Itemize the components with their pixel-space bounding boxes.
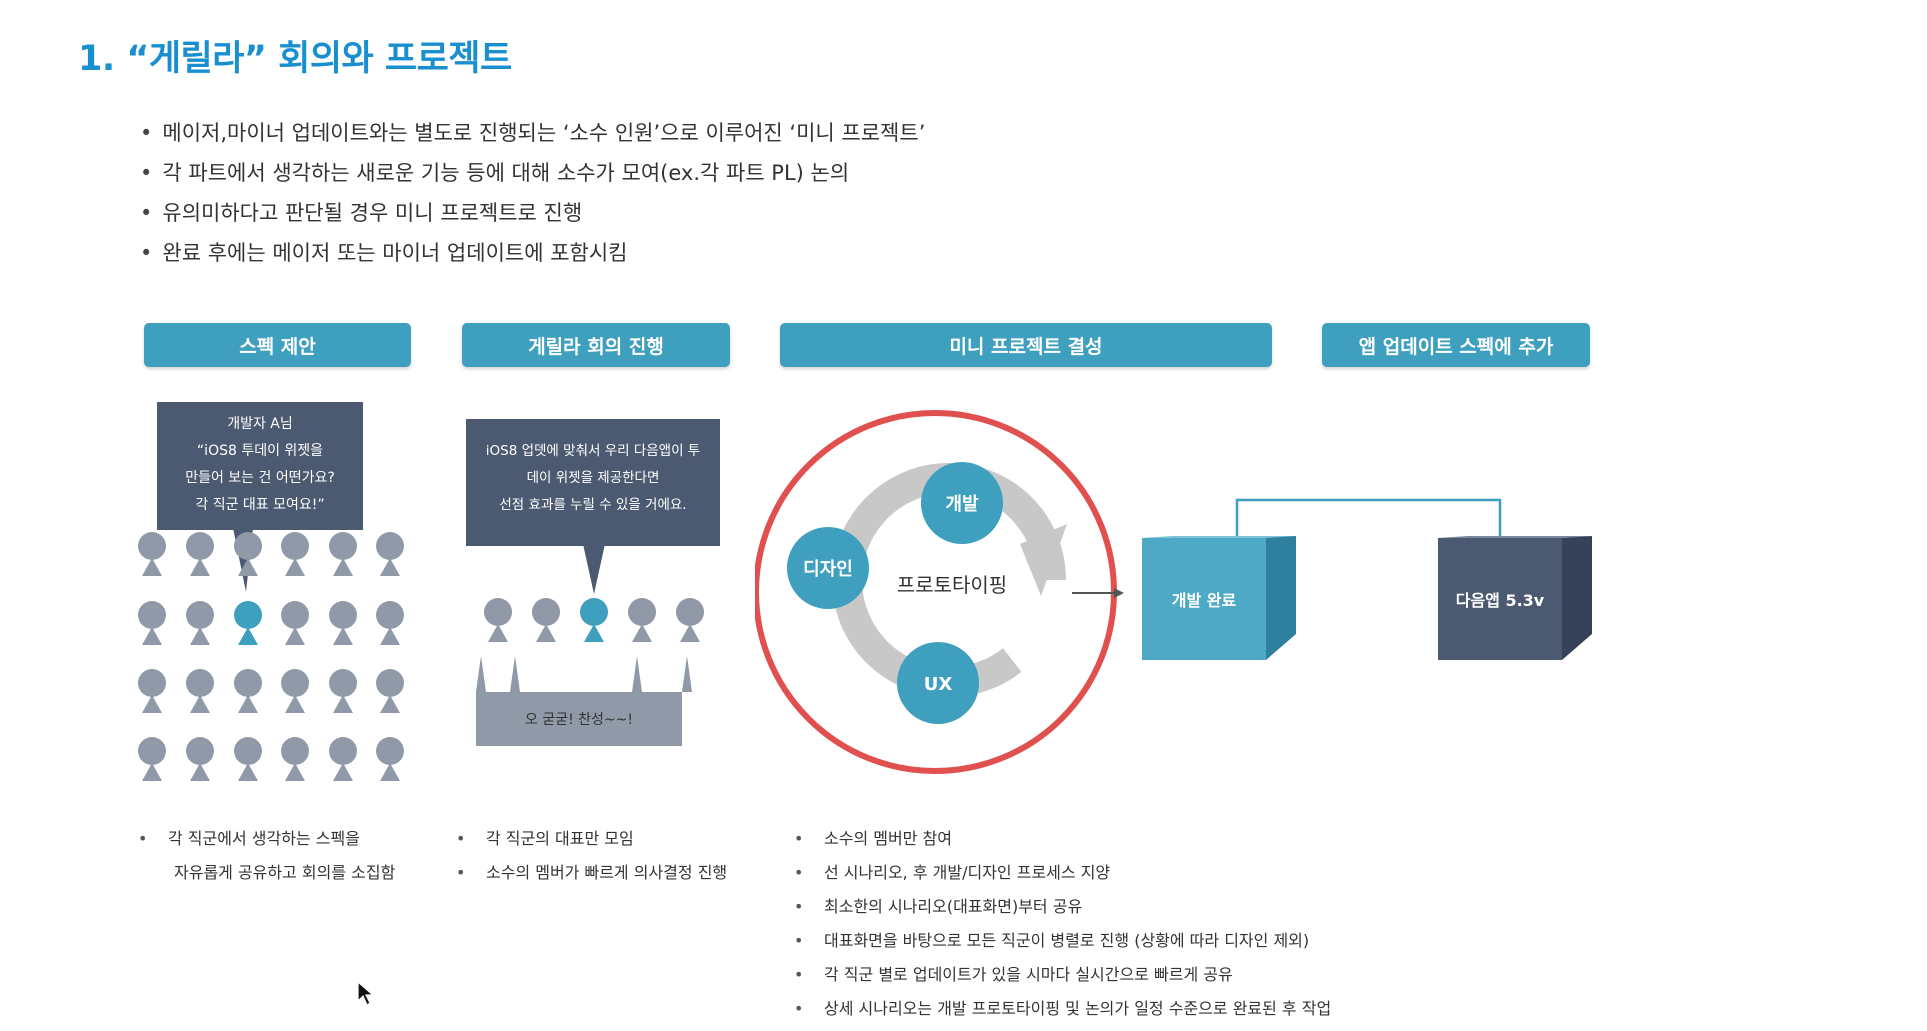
cube-label-app-version: 다음앱 5.3v [1455, 591, 1545, 610]
person-icon [329, 601, 357, 645]
person-icon [484, 598, 512, 642]
person-icon [281, 737, 309, 781]
person-icon [138, 669, 166, 713]
stage3-bullet: 선 시나리오, 후 개발/디자인 프로세스 지양 [794, 856, 1331, 890]
cycle-node-design: 디자인 [787, 527, 869, 609]
person-icon [186, 532, 214, 576]
people-crowd-stage2 [476, 544, 704, 746]
cycle-node-ux: UX [897, 642, 979, 724]
crowd-spike-icon [682, 656, 692, 692]
person-icon [138, 532, 166, 576]
person-icon [329, 737, 357, 781]
flow-arrow-icon [1072, 588, 1124, 598]
person-icon [186, 737, 214, 781]
speech-bubble-spec-proposal: 개발자 A님 “iOS8 투데이 위젯을 만들어 보는 건 어떤가요? 각 직군… [157, 402, 363, 530]
person-icon [234, 737, 262, 781]
cube-icon-dev-complete [1142, 536, 1296, 660]
stage3-bullet-list: 소수의 멤버만 참여 선 시나리오, 후 개발/디자인 프로세스 지양 최소한의… [794, 822, 1331, 1026]
stage1-bullet-continuation: 자유롭게 공유하고 회의를 소집함 [174, 863, 396, 882]
bubble-line: 개발자 A님 [227, 416, 293, 432]
bubble-line: 데이 위젯을 제공한다면 [526, 470, 660, 486]
stage3-bullet: 대표화면을 바탕으로 모든 직군이 병렬로 진행 (상황에 따라 디자인 제외) [794, 924, 1331, 958]
person-icon [138, 601, 166, 645]
stage2-bullet-list: 각 직군의 대표만 모임 소수의 멤버가 빠르게 의사결정 진행 [456, 822, 727, 890]
stage-header-guerrilla-meeting: 게릴라 회의 진행 [462, 323, 730, 367]
crowd-spike-icon [510, 656, 520, 692]
stage3-bullet: 소수의 멤버만 참여 [794, 822, 1331, 856]
stage3-bullet: 최소한의 시나리오(대표화면)부터 공유 [794, 890, 1331, 924]
bubble-line: 만들어 보는 건 어떤가요? [185, 470, 335, 486]
cube-icon-app-version [1438, 536, 1592, 660]
person-icon [676, 598, 704, 642]
cycle-node-label: 디자인 [803, 559, 853, 580]
intro-bullet: 유의미하다고 판단될 경우 미니 프로젝트로 진행 [140, 193, 925, 233]
person-icon-active [234, 601, 262, 645]
speech-bubble-guerrilla-meeting: iOS8 업뎃에 맞춰서 우리 다음앱이 투 데이 위젯을 제공한다면 선점 효… [466, 419, 720, 546]
stage2-bullet: 각 직군의 대표만 모임 [456, 822, 727, 856]
crowd-cheer-text: 오 굳굳! 찬성~~! [525, 712, 633, 728]
stage3-bullet: 각 직군 별로 업데이트가 있을 시마다 실시간으로 빠르게 공유 [794, 958, 1331, 992]
cube-label-dev-complete: 개발 완료 [1171, 591, 1237, 610]
stage-header-mini-project: 미니 프로젝트 결성 [780, 323, 1272, 367]
person-icon [376, 669, 404, 713]
person-icon [234, 532, 262, 576]
crowd-base [476, 692, 682, 746]
bubble-line: 선점 효과를 누릴 수 있을 거에요. [499, 497, 687, 513]
person-icon [186, 601, 214, 645]
people-crowd-stage1 [138, 528, 404, 781]
person-icon-active [580, 598, 608, 642]
intro-bullet: 각 파트에서 생각하는 새로운 기능 등에 대해 소수가 모여(ex.각 파트 … [140, 153, 925, 193]
bubble-line: 각 직군 대표 모여요!” [195, 497, 325, 513]
mouse-cursor-icon [357, 981, 375, 1006]
page-title: 1. “게릴라” 회의와 프로젝트 [78, 39, 512, 79]
person-icon [532, 598, 560, 642]
speech-bubble-tail-icon [583, 544, 605, 594]
crowd-spike-icon [632, 656, 642, 692]
bubble-line: iOS8 업뎃에 맞춰서 우리 다음앱이 투 [485, 443, 701, 459]
stage1-bullet-list: 각 직군에서 생각하는 스펙을 [138, 822, 360, 856]
cycle-node-label: 개발 [945, 494, 979, 515]
person-icon [329, 669, 357, 713]
person-icon [329, 532, 357, 576]
cycle-node-label: UX [924, 674, 953, 695]
person-icon [376, 737, 404, 781]
person-icon [281, 601, 309, 645]
stage3-bullet: 상세 시나리오는 개발 프로토타이핑 및 논의가 일정 수준으로 완료된 후 작… [794, 992, 1331, 1026]
person-icon [186, 669, 214, 713]
stage-header-app-update: 앱 업데이트 스펙에 추가 [1322, 323, 1590, 367]
person-icon [138, 737, 166, 781]
person-icon [376, 601, 404, 645]
stage1-bullet: 각 직군에서 생각하는 스펙을 [138, 822, 360, 856]
cycle-center-label: 프로토타이핑 [897, 573, 1007, 597]
crowd-spike-icon [476, 656, 486, 692]
person-icon [376, 532, 404, 576]
intro-bullet-list: 메이저,마이너 업데이트와는 별도로 진행되는 ‘소수 인원’으로 이루어진 ‘… [140, 113, 925, 273]
intro-bullet: 완료 후에는 메이저 또는 마이너 업데이트에 포함시킴 [140, 233, 925, 273]
app-update-diagram [1142, 498, 1592, 660]
cycle-arrowhead-icon [1020, 524, 1067, 596]
connector-line [1235, 498, 1502, 538]
person-icon [281, 532, 309, 576]
cycle-node-development: 개발 [921, 462, 1003, 544]
intro-bullet: 메이저,마이너 업데이트와는 별도로 진행되는 ‘소수 인원’으로 이루어진 ‘… [140, 113, 925, 153]
prototyping-cycle-diagram: 프로토타이핑 개발 디자인 UX [755, 410, 1117, 774]
stage-header-spec-proposal: 스펙 제안 [144, 323, 411, 367]
bubble-line: “iOS8 투데이 위젯을 [196, 443, 324, 459]
person-icon [628, 598, 656, 642]
person-icon [281, 669, 309, 713]
stage2-bullet: 소수의 멤버가 빠르게 의사결정 진행 [456, 856, 727, 890]
person-icon [234, 669, 262, 713]
